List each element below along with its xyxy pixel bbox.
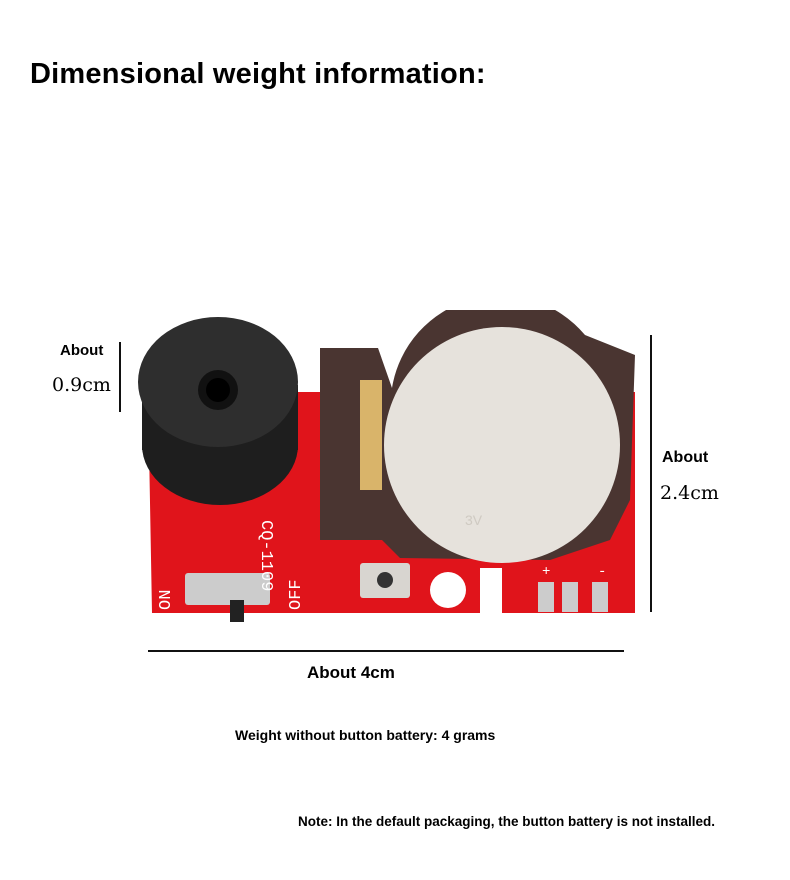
pcb-board-image: + - 3V ON OFF CQ-1109 — [138, 310, 635, 622]
weight-text: Weight without button battery: 4 grams — [235, 727, 496, 743]
width-label: About 4cm — [307, 663, 395, 682]
off-marking: OFF — [287, 579, 306, 610]
board-height-label: About — [662, 449, 709, 466]
coin-battery — [384, 327, 620, 563]
page-title: Dimensional weight information: — [30, 58, 486, 90]
width-line — [148, 650, 624, 652]
buzzer-height-label: About — [60, 342, 104, 359]
model-marking: CQ-1109 — [256, 520, 275, 591]
buzzer-height-value: 0.9cm — [52, 374, 111, 396]
board-height-line — [650, 335, 652, 612]
plus-marking: + — [542, 564, 550, 580]
battery-marking: 3V — [465, 512, 483, 528]
board-height-value: 2.4cm — [660, 482, 719, 504]
note-text: Note: In the default packaging, the butt… — [298, 814, 716, 829]
buzzer-height-line — [119, 342, 121, 412]
minus-marking: - — [598, 564, 606, 580]
mounting-hole — [430, 572, 466, 608]
on-marking: ON — [157, 590, 176, 610]
slide-switch — [185, 573, 270, 605]
